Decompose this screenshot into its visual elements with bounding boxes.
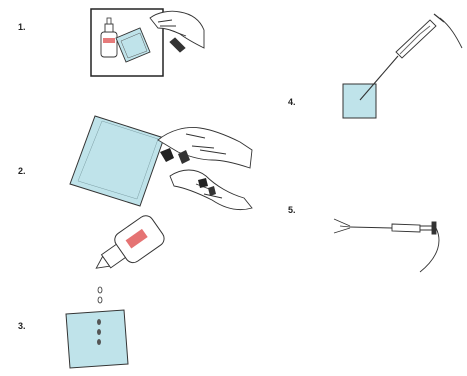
small-pad — [65, 309, 129, 369]
step-3-label: 3. — [18, 321, 26, 331]
step-5-illustration — [333, 218, 440, 273]
hand-icon — [157, 127, 253, 211]
step-1-label: 1. — [18, 22, 26, 32]
hand-icon — [149, 10, 205, 53]
dropper-bottle-icon — [95, 215, 165, 269]
syringe-icon — [359, 13, 463, 101]
drop — [97, 286, 103, 294]
step-4-label: 4. — [288, 97, 296, 107]
step-1-illustration — [90, 8, 205, 77]
step-3-illustration — [65, 215, 165, 369]
spray-lines — [333, 218, 351, 234]
step-2-illustration — [69, 115, 253, 211]
drop — [97, 296, 103, 304]
step-2-label: 2. — [18, 166, 26, 176]
large-pad — [69, 115, 165, 207]
pad-square — [342, 83, 377, 119]
syringe-icon — [349, 221, 440, 273]
bottle-icon — [100, 17, 118, 58]
step-4-illustration — [342, 13, 463, 119]
step-5-label: 5. — [288, 205, 296, 215]
